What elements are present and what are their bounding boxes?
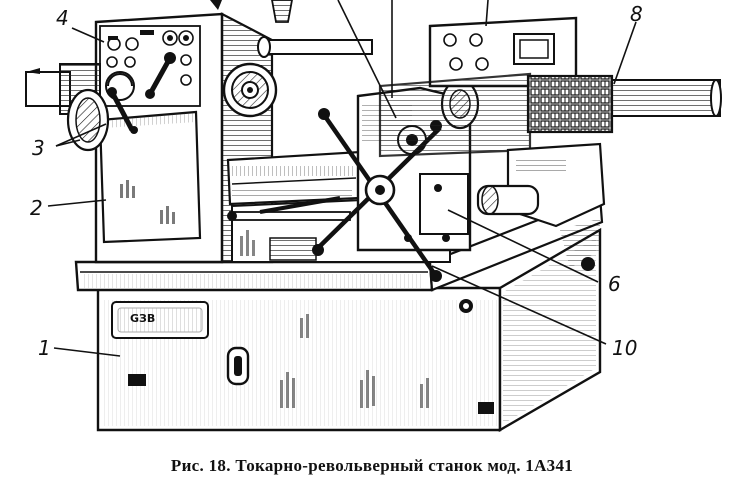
turret-head — [378, 16, 722, 271]
figure-caption: Рис. 18. Токарно-револьверный станок мод… — [170, 456, 574, 475]
callout-4: 4 — [56, 6, 69, 30]
nameplate-label: GЗB — [130, 312, 156, 325]
left-spindle — [25, 63, 110, 152]
callout-3: 3 — [32, 136, 45, 160]
callout-6: 6 — [608, 272, 621, 296]
top-bar — [210, 0, 373, 58]
callout-1: 1 — [38, 336, 51, 360]
leader-lines — [47, 0, 637, 357]
base-cabinet — [96, 227, 602, 433]
chuck-handwheel — [222, 62, 278, 118]
callout-8: 8 — [630, 2, 643, 26]
callout-2: 2 — [30, 196, 43, 220]
callout-10: 10 — [612, 336, 638, 360]
